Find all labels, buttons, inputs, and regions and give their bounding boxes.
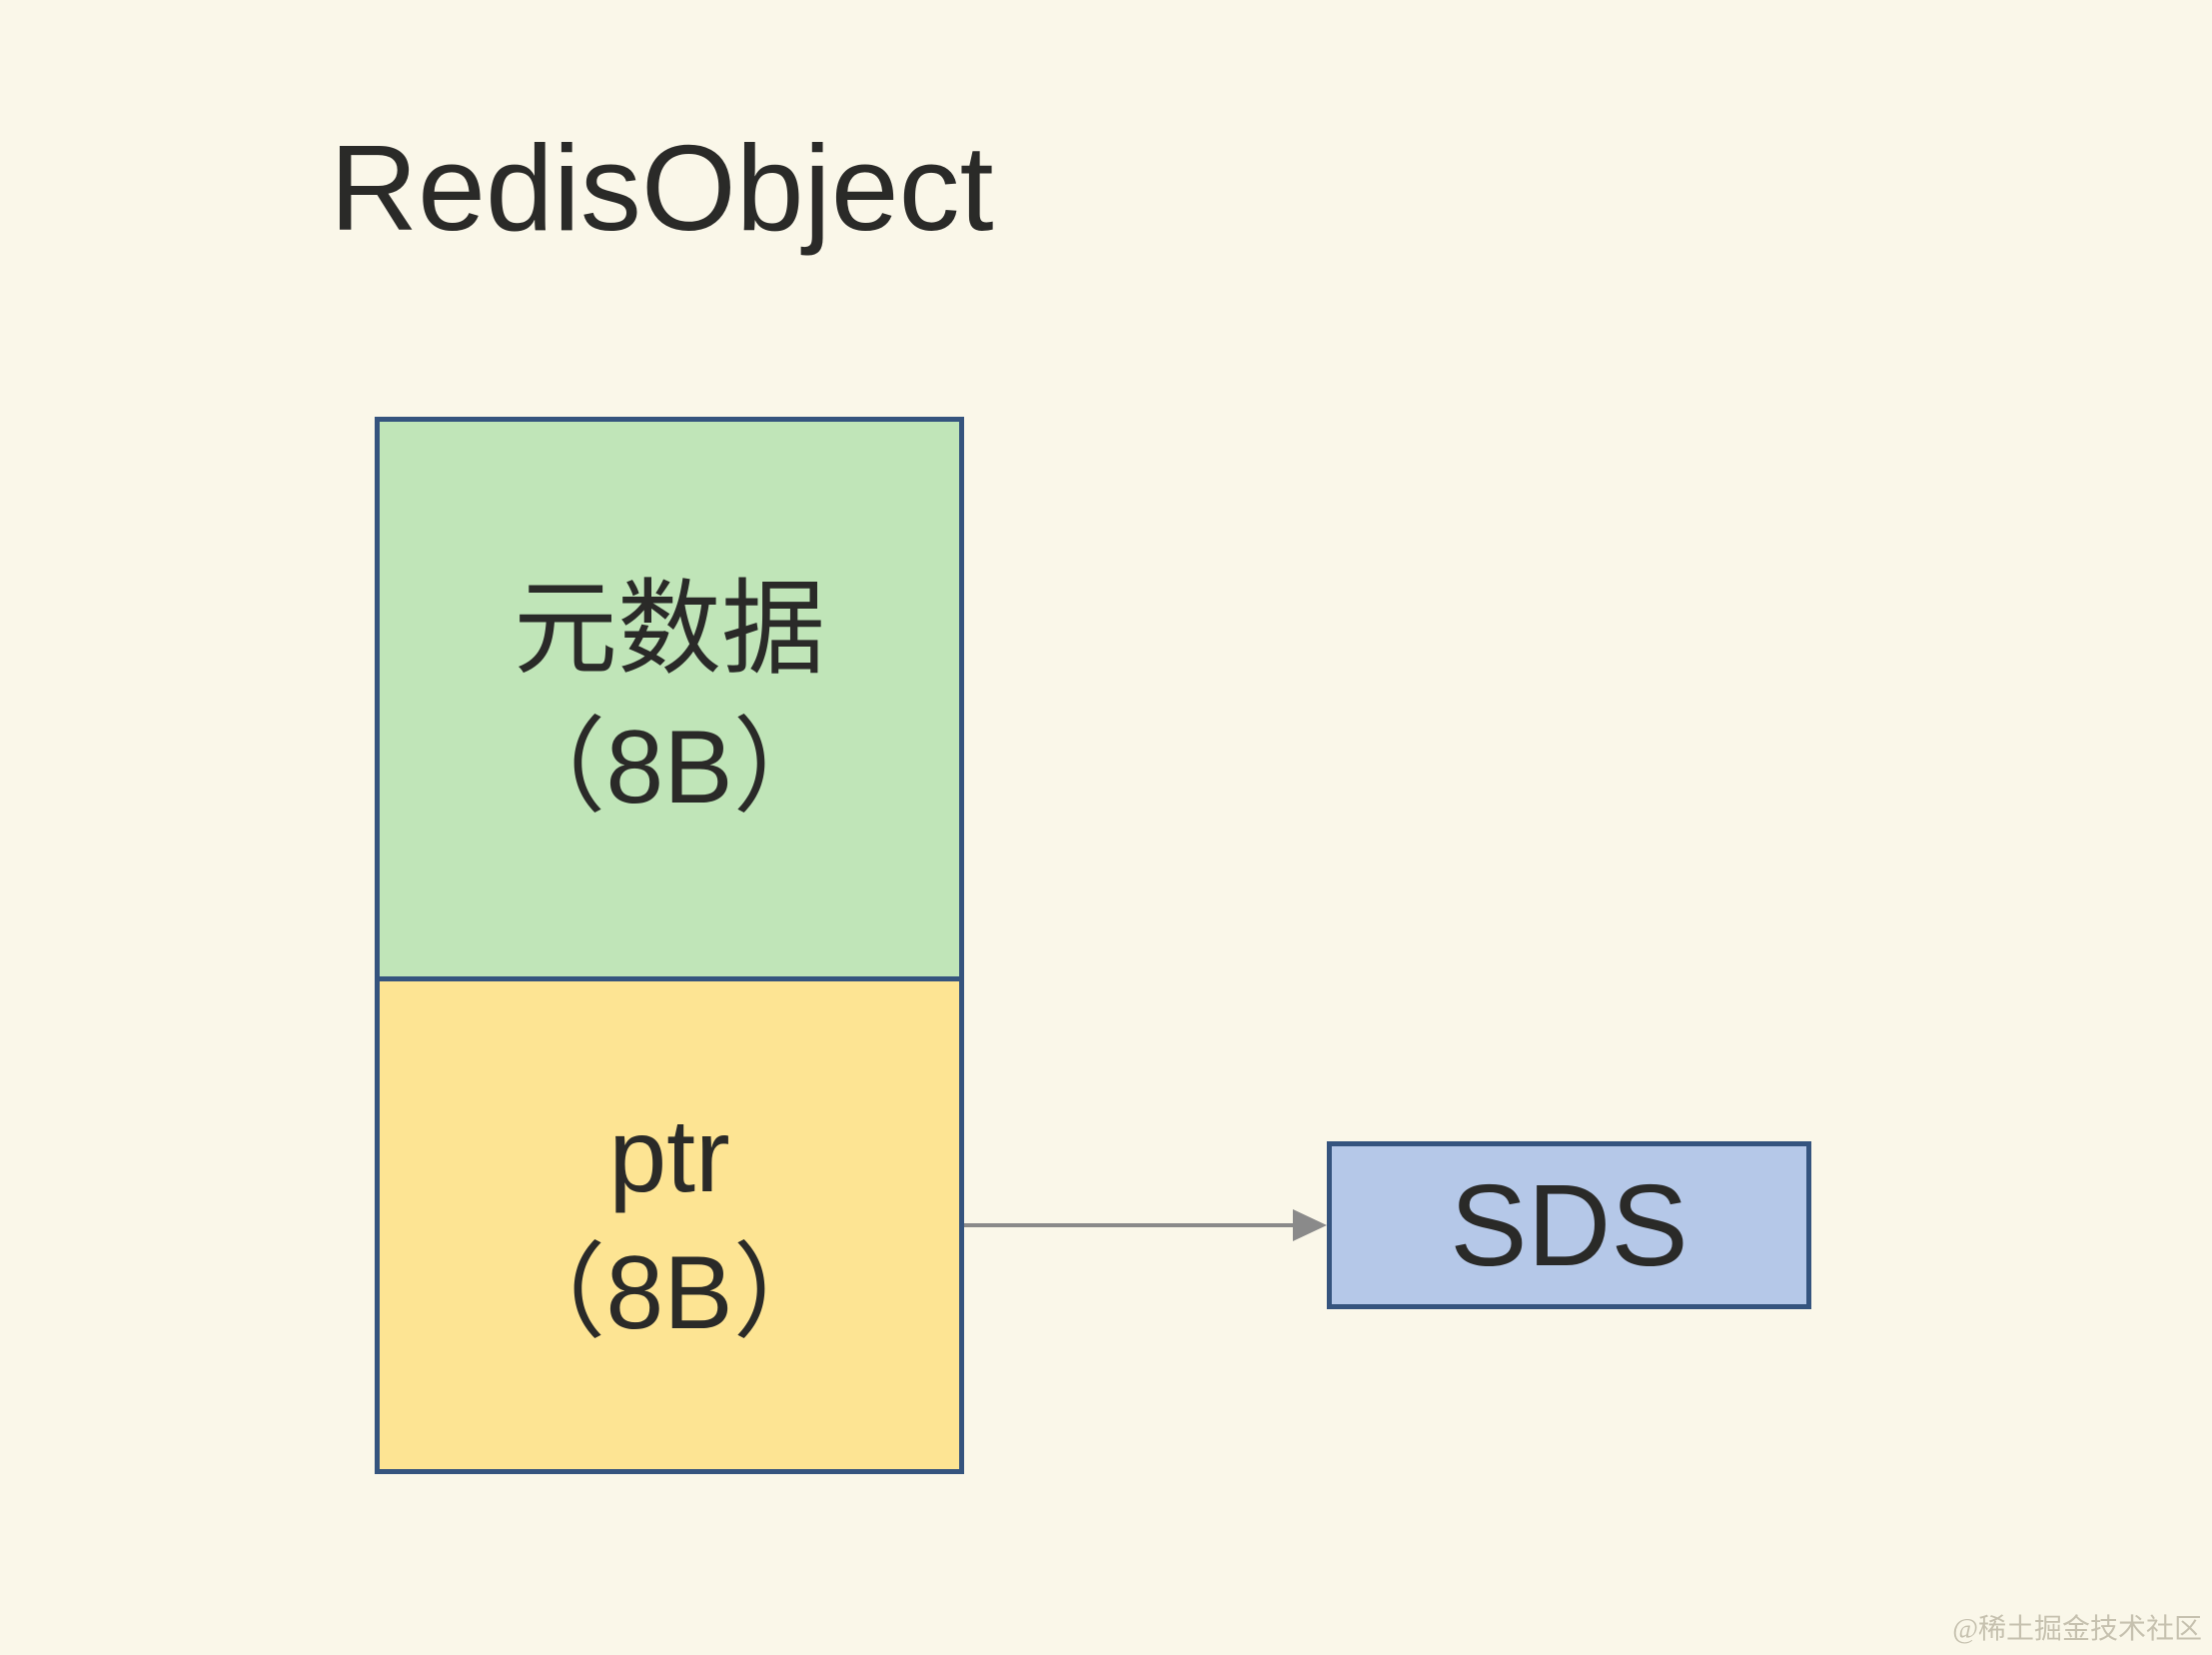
pointer-arrow [964,1195,1327,1255]
metadata-size: （8B） [502,709,837,826]
watermark: @稀土掘金技术社区 [1952,1614,2202,1645]
arrow-line [964,1223,1296,1227]
metadata-cell: 元数据 （8B） [380,422,959,976]
ptr-size: （8B） [502,1235,837,1351]
ptr-cell: ptr （8B） [380,976,959,1469]
sds-label: SDS [1450,1160,1688,1290]
arrow-head-icon [1293,1209,1327,1241]
metadata-label: 元数据 [513,572,825,689]
page-title: RedisObject [330,120,994,256]
sds-box: SDS [1327,1141,1811,1309]
ptr-label: ptr [608,1097,730,1214]
redis-object-box: 元数据 （8B） ptr （8B） [375,417,964,1474]
